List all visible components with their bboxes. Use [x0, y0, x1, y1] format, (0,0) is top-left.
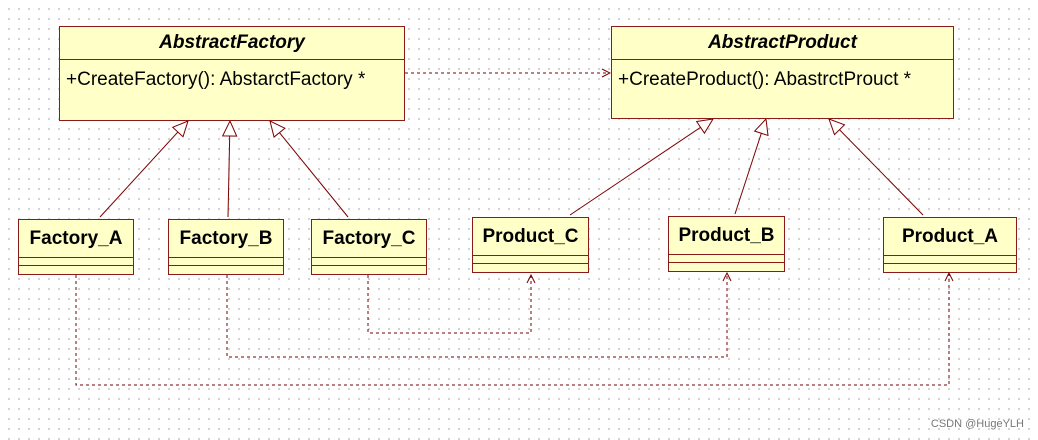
inherit-factory-c: [269, 120, 349, 218]
product-a-class[interactable]: Product_A: [883, 217, 1017, 273]
abstract-factory-name: AbstractFactory: [60, 27, 404, 60]
dependency-factory-c-product-c: [367, 275, 531, 334]
product-b-attributes: [669, 255, 784, 263]
dependency-factory-b-product-b: [226, 273, 727, 358]
factory-a-class[interactable]: Factory_A: [18, 219, 134, 275]
inherit-product-c: [569, 118, 714, 216]
product-c-class[interactable]: Product_C: [472, 217, 589, 273]
factory-b-class[interactable]: Factory_B: [168, 219, 284, 275]
factory-b-name: Factory_B: [169, 220, 283, 258]
abstract-product-operation: +CreateProduct(): AbastrctProuct *: [618, 69, 912, 90]
abstract-product-name: AbstractProduct: [612, 27, 953, 60]
dependency-factory-a-product-a: [75, 273, 949, 386]
product-c-attributes: [473, 256, 588, 264]
abstract-product-class[interactable]: AbstractProduct +CreateProduct(): Abastr…: [611, 26, 954, 119]
factory-a-attributes: [19, 258, 133, 266]
abstract-factory-class[interactable]: AbstractFactory +CreateFactory(): Abstar…: [59, 26, 405, 121]
factory-c-name: Factory_C: [312, 220, 426, 258]
inherit-product-a: [828, 118, 924, 216]
product-a-name: Product_A: [884, 218, 1016, 256]
watermark: CSDN @HugeYLH: [930, 418, 1024, 430]
inherit-factory-b: [221, 119, 238, 218]
inherit-product-b: [734, 117, 769, 215]
factory-c-attributes: [312, 258, 426, 266]
product-c-name: Product_C: [473, 218, 588, 256]
abstract-factory-operation: +CreateFactory(): AbstarctFactory *: [66, 69, 366, 90]
product-b-class[interactable]: Product_B: [668, 216, 785, 272]
factory-c-class[interactable]: Factory_C: [311, 219, 427, 275]
factory-a-name: Factory_A: [19, 220, 133, 258]
product-a-attributes: [884, 256, 1016, 264]
inherit-factory-a: [99, 120, 189, 218]
product-b-name: Product_B: [669, 217, 784, 255]
factory-b-attributes: [169, 258, 283, 266]
